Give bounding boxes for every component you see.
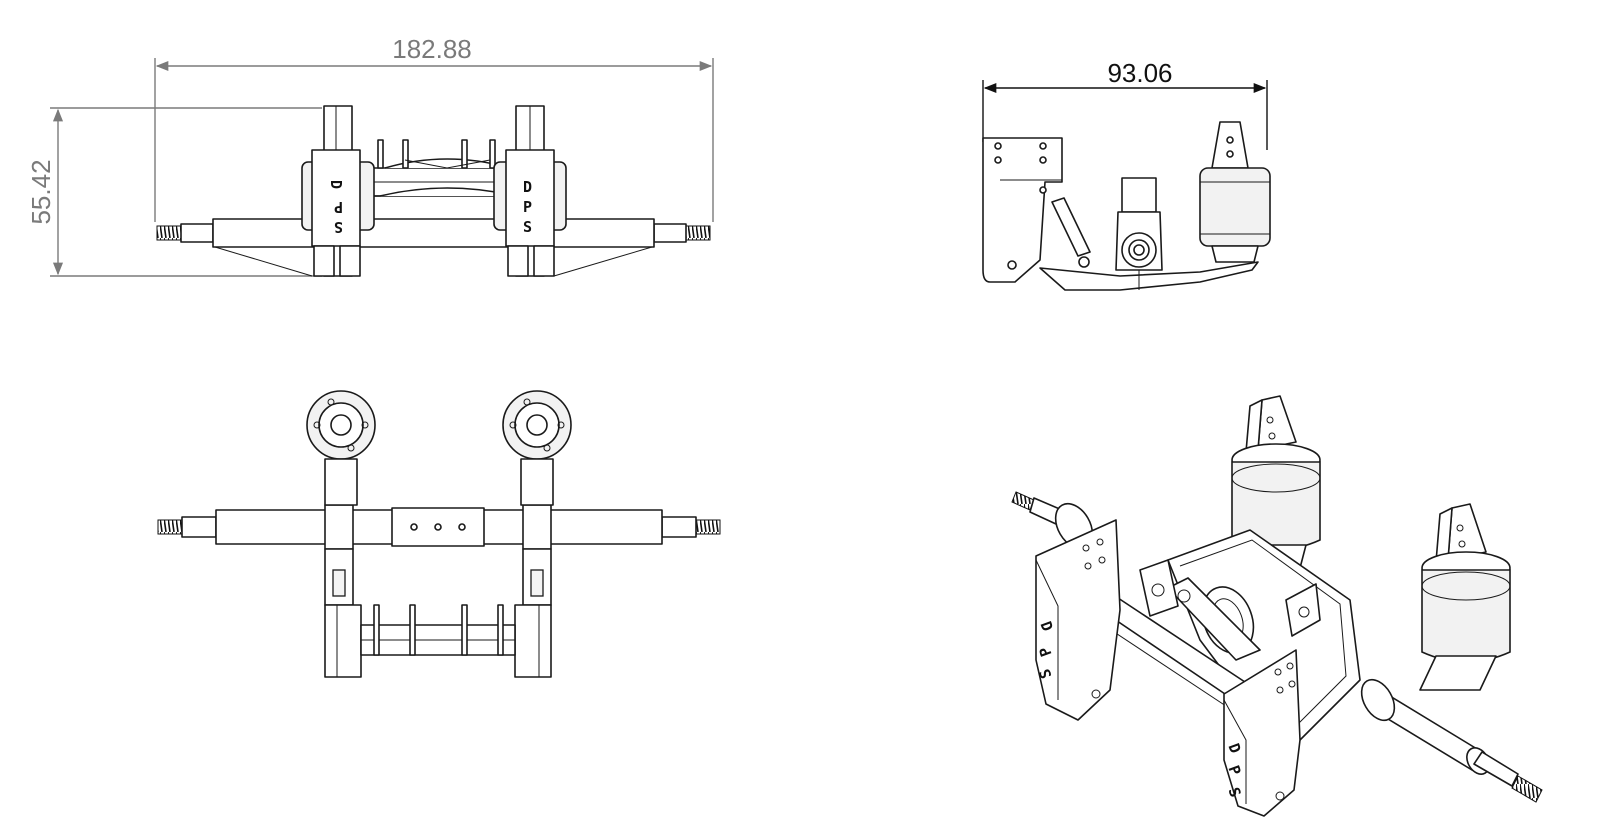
side-width-dimension-text: 93.06 bbox=[1107, 58, 1172, 88]
stamp-letter: S bbox=[334, 218, 343, 236]
front-axle bbox=[156, 218, 711, 248]
isometric-view: D P S D P S bbox=[1011, 395, 1543, 817]
top-left-air-bag bbox=[306, 390, 376, 506]
iso-crossmember bbox=[1139, 529, 1361, 741]
top-view bbox=[157, 390, 721, 678]
iso-right-hanger: D P S bbox=[1223, 649, 1301, 817]
iso-left-hanger: D P S bbox=[1035, 519, 1121, 721]
front-right-assembly: D P S bbox=[493, 105, 653, 277]
stamp-letter: S bbox=[523, 218, 532, 236]
height-dimension-text: 55.42 bbox=[26, 159, 56, 224]
width-dimension: 182.88 bbox=[154, 34, 714, 222]
width-dimension-text: 182.88 bbox=[392, 34, 472, 64]
front-left-assembly: D P S bbox=[214, 105, 375, 277]
axle-seat bbox=[1121, 177, 1157, 213]
hanger-bracket bbox=[982, 137, 1063, 283]
stamp-letter: P bbox=[523, 198, 532, 216]
stamp-letter: D bbox=[523, 178, 532, 196]
top-right-air-bag bbox=[502, 390, 572, 506]
top-trailing-arms bbox=[324, 548, 552, 678]
iso-main-axle bbox=[1360, 678, 1543, 803]
trailing-arm bbox=[1039, 261, 1259, 291]
height-dimension: 55.42 bbox=[26, 107, 322, 277]
stamp-letter: P bbox=[334, 198, 343, 216]
side-width-dimension: 93.06 bbox=[982, 58, 1268, 150]
front-view: 182.88 55.42 bbox=[26, 34, 714, 277]
side-air-bag bbox=[1199, 121, 1271, 263]
stamp-letter: D bbox=[327, 180, 345, 189]
shock-absorber bbox=[1051, 197, 1091, 257]
side-view: 93.06 bbox=[982, 58, 1271, 291]
iso-right-air-bag bbox=[1419, 503, 1511, 691]
